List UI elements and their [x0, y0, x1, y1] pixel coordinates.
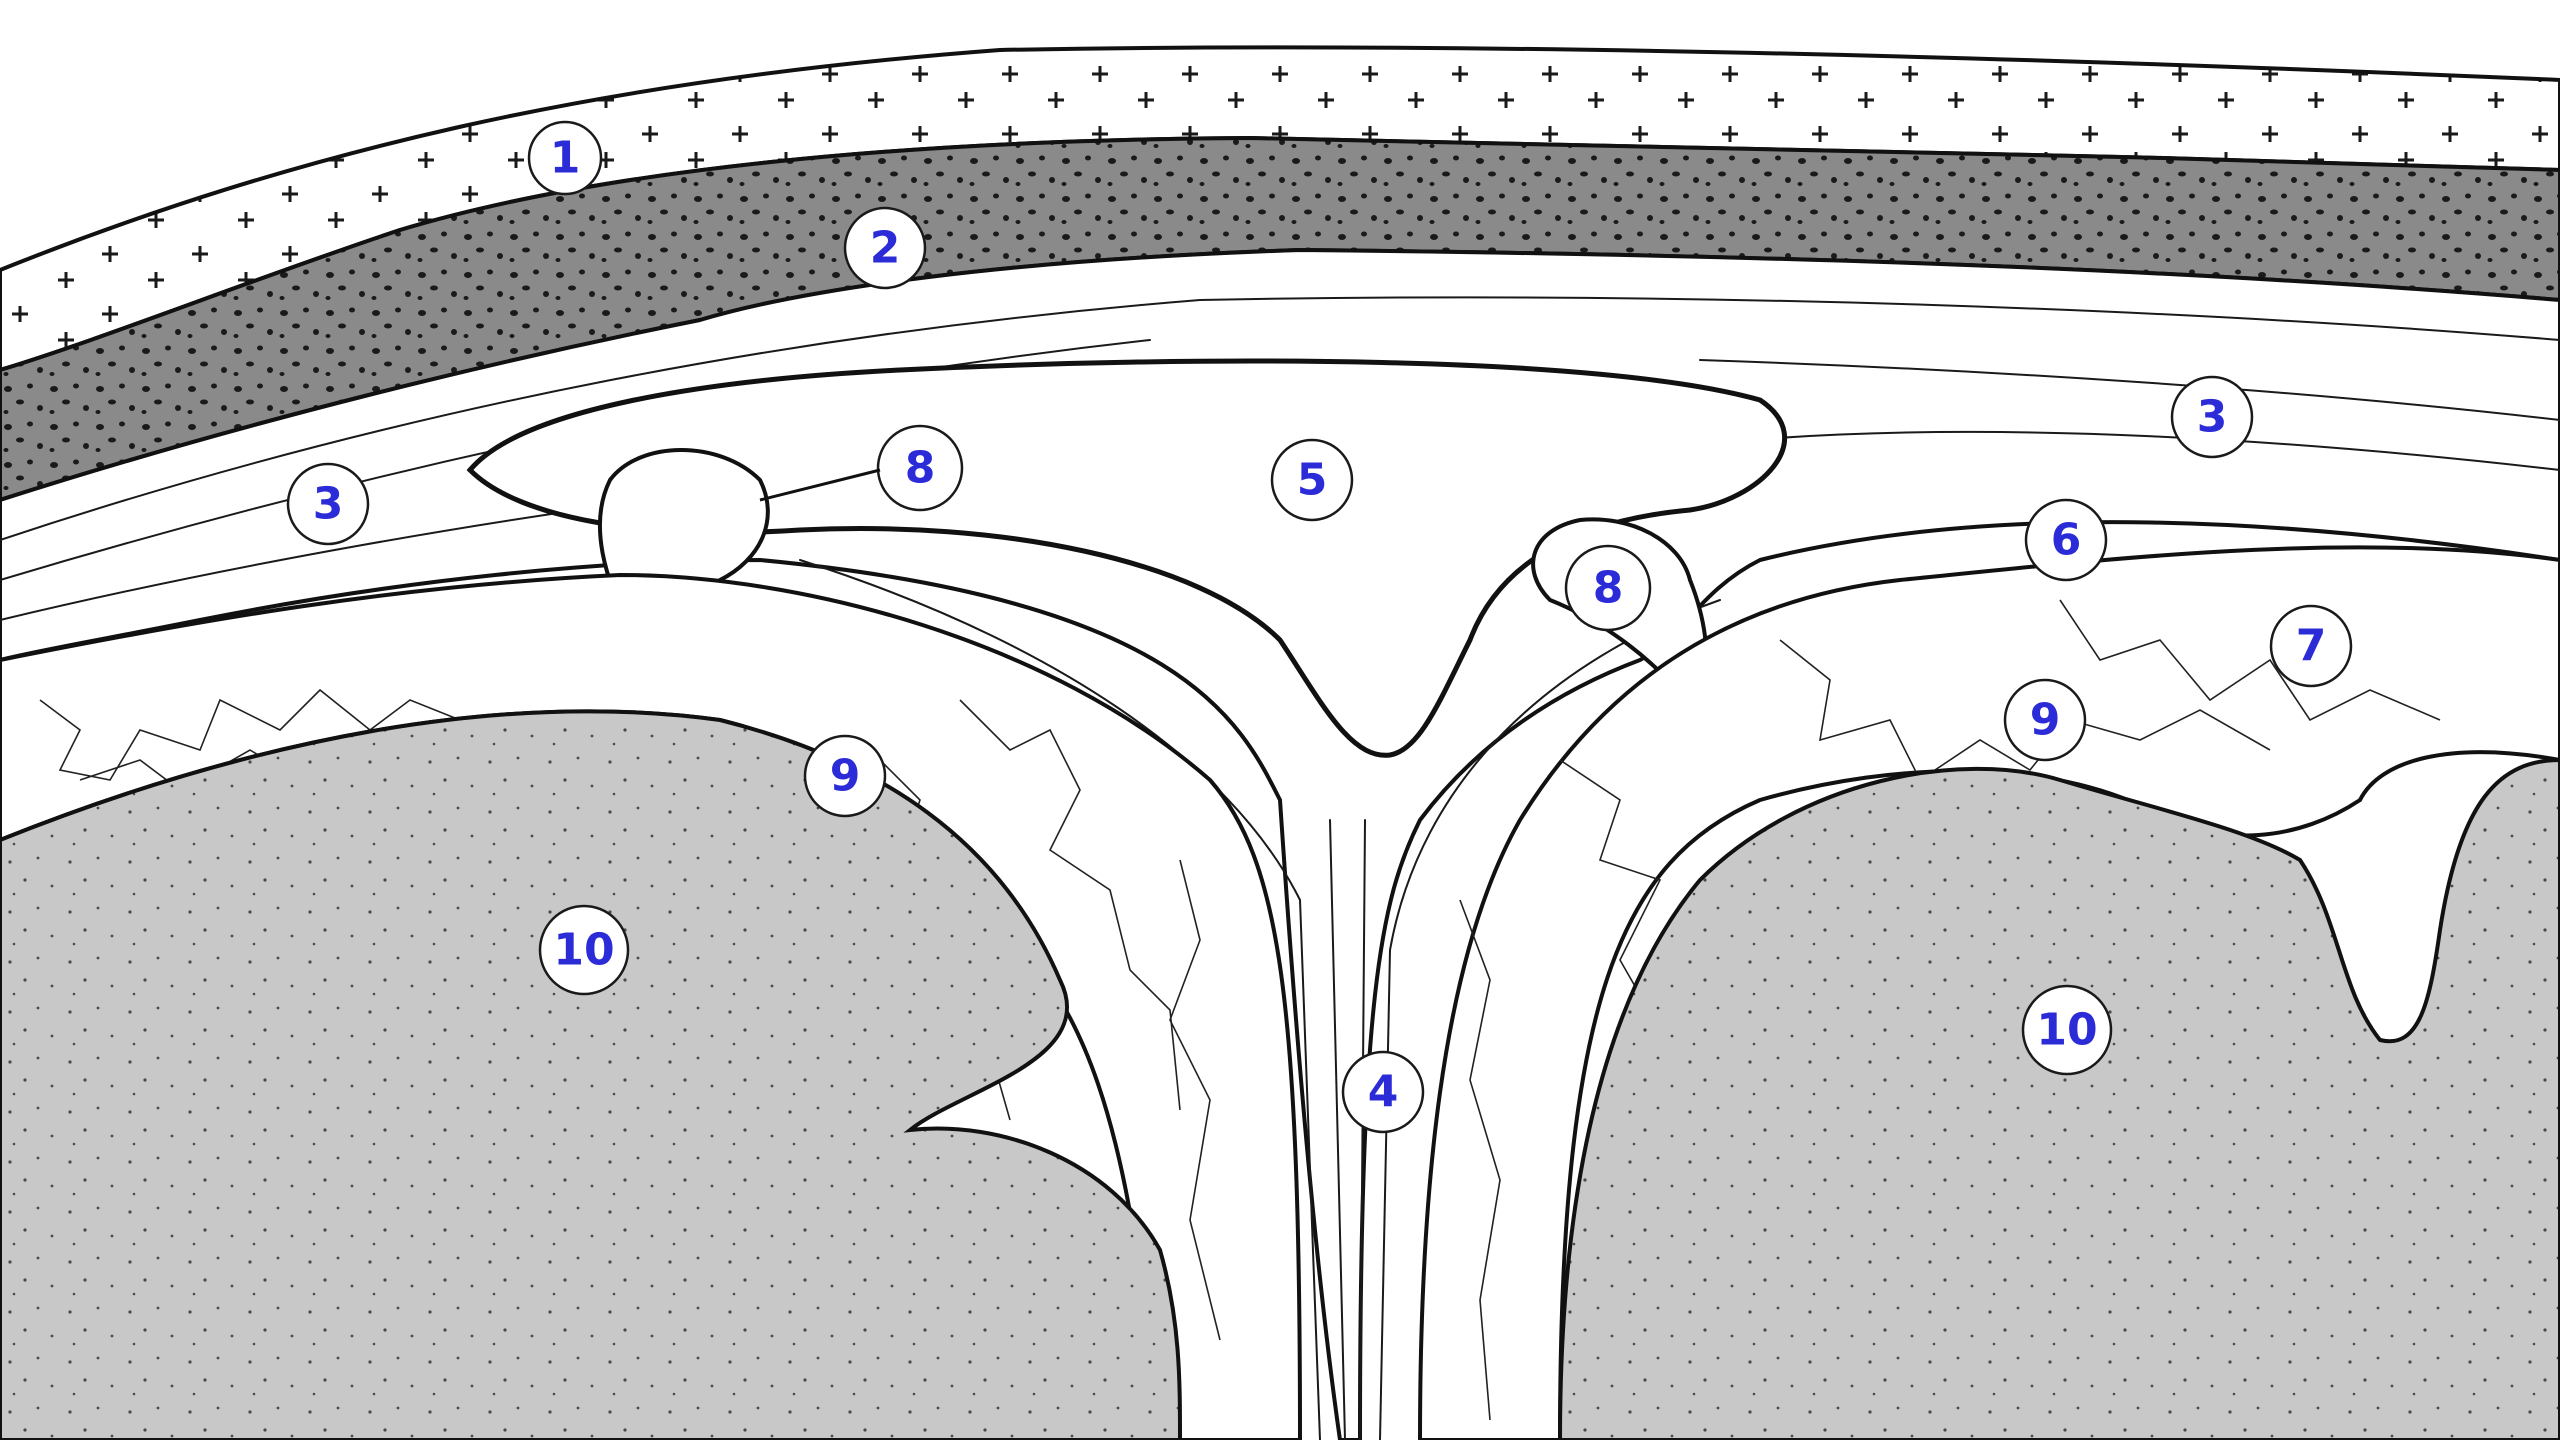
svg-text:4: 4: [1368, 1067, 1399, 1118]
svg-text:6: 6: [2051, 515, 2082, 566]
svg-text:3: 3: [2197, 392, 2228, 443]
callout-brain-right: 10: [2023, 986, 2111, 1074]
callout-skull: 2: [845, 208, 925, 288]
callout-sinus: 5: [1272, 440, 1352, 520]
callout-falx: 4: [1343, 1052, 1423, 1132]
svg-text:7: 7: [2296, 621, 2327, 672]
svg-text:9: 9: [830, 751, 861, 802]
svg-text:10: 10: [2036, 1005, 2097, 1056]
svg-text:1: 1: [550, 133, 581, 184]
callout-dura-right: 3: [2172, 377, 2252, 457]
svg-text:8: 8: [1593, 563, 1624, 614]
callout-granulation-right: 8: [1566, 546, 1650, 630]
callout-brain-left: 10: [540, 906, 628, 994]
callout-arachnoid: 6: [2026, 500, 2106, 580]
svg-text:9: 9: [2030, 695, 2061, 746]
callout-subarachnoid: 7: [2271, 606, 2351, 686]
svg-text:10: 10: [553, 925, 614, 976]
callout-granulation-left: 8: [878, 426, 962, 510]
svg-text:5: 5: [1297, 455, 1328, 506]
callout-pia-left: 9: [805, 736, 885, 816]
svg-text:3: 3: [313, 479, 344, 530]
svg-text:2: 2: [870, 223, 901, 274]
callout-pia-right: 9: [2005, 680, 2085, 760]
callout-dura-left: 3: [288, 464, 368, 544]
svg-text:8: 8: [905, 443, 936, 494]
callout-skin: 1: [529, 122, 601, 194]
